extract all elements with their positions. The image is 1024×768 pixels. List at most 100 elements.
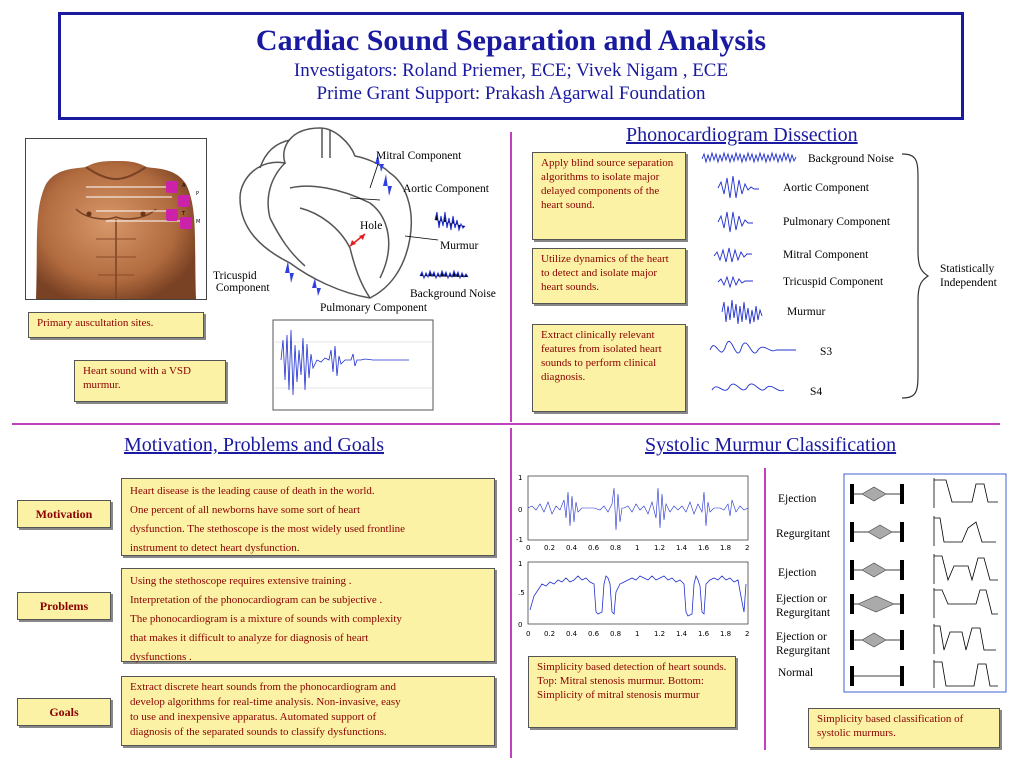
bottom-xtick-0: 0: [526, 630, 530, 638]
class-row-3: [850, 554, 998, 584]
pulmonary-waveform-icon: [312, 278, 321, 296]
class-label-5: Ejection or Regurgitant: [776, 631, 831, 657]
auscultation-caption-text: Primary auscultation sites.: [37, 317, 154, 329]
motivation-section-title: Motivation, Problems and Goals: [124, 434, 384, 456]
poster-title: Cardiac Sound Separation and Analysis: [255, 24, 767, 57]
component-waveforms: [701, 151, 797, 392]
goals-line-1: Extract discrete heart sounds from the p…: [130, 681, 397, 693]
class-label-1: Ejection: [778, 493, 817, 505]
aortic-waveform: [717, 175, 759, 199]
top-xtick-0-6: 0.6: [588, 544, 600, 552]
divider-vertical-bottom: [510, 428, 512, 758]
dissection-title: Phonocardiogram Dissection: [626, 124, 858, 146]
divider-vertical-top: [510, 132, 512, 422]
dissection-box-2-text: Utilize dynamics of the heart to detect …: [541, 253, 669, 293]
label-background-noise: Background Noise: [410, 288, 496, 300]
torso-image: A P T M: [25, 138, 207, 300]
independence-brace: [901, 153, 930, 399]
divider-horizontal: [12, 423, 1000, 425]
bottom-xtick-1-4: 1.4: [676, 630, 688, 638]
bottom-xtick-0-8: 0.8: [610, 630, 621, 638]
s3-waveform: [709, 341, 796, 354]
bottom-ytick-1: 1: [518, 560, 522, 568]
label-hole: Hole: [360, 220, 383, 232]
site-letter-p: P: [196, 191, 199, 197]
top-ytick-1: 1: [518, 474, 522, 482]
systolic-section-title: Systolic Murmur Classification: [645, 434, 897, 456]
murmur-waveform-icon: [434, 211, 466, 232]
class-label-4: Ejection or Regurgitant: [776, 593, 831, 619]
problems-line-2: Interpretation of the phonocardiogram ca…: [130, 594, 383, 606]
top-xtick-0-2: 0.2: [544, 544, 555, 552]
pulmonary-waveform: [717, 211, 753, 233]
mitral-stenosis-waveform: [527, 487, 749, 531]
top-xtick-2: 2: [745, 544, 749, 552]
goals-line-2: develop algorithms for real-time analysi…: [130, 696, 401, 708]
class-row-2: [850, 516, 996, 546]
investigators-line: Investigators: Roland Priemer, ECE; Vive…: [293, 60, 729, 81]
goals-line-4: diagnosis of the separated sounds to cla…: [130, 726, 387, 738]
dissection-box-1: Apply blind source separation algorithms…: [532, 152, 686, 240]
noise-waveform-icon: [419, 269, 469, 280]
comp-label-s3: S3: [820, 346, 833, 358]
classification-caption-text: Simplicity based classification of systo…: [817, 713, 964, 739]
label-aortic: Aortic Component: [403, 183, 489, 195]
class-row-4: [850, 588, 998, 618]
comp-label-tricuspid: Tricuspid Component: [783, 276, 884, 288]
top-xtick-1-8: 1.8: [720, 544, 731, 552]
motivation-box: Heart disease is the leading cause of de…: [121, 478, 495, 556]
dissection-box-2: Utilize dynamics of the heart to detect …: [532, 248, 686, 304]
problems-box: Using the stethoscope requires extensive…: [121, 568, 495, 663]
class-row-5: [850, 624, 996, 654]
tricuspid-waveform: [717, 275, 753, 289]
bottom-xtick-1-6: 1.6: [698, 630, 710, 638]
class-label-6: Normal: [778, 667, 814, 679]
bottom-ytick-half: .5: [518, 589, 525, 597]
heart-diagram: [239, 127, 469, 299]
vsd-waveform: [280, 329, 409, 396]
murmur-detection-plots: 1 0 -1 1 .5 0 0 0.2 0.4 0.6 0.8 1 1.2 1.…: [516, 474, 749, 638]
torso-illustration: A P T M: [36, 161, 200, 299]
site-letter-t: T: [181, 211, 186, 217]
bottom-xtick-0-2: 0.2: [544, 630, 555, 638]
classification-diagram: [843, 473, 1007, 693]
bottom-xtick-0-4: 0.4: [566, 630, 578, 638]
top-ytick-0: 0: [518, 506, 522, 514]
dissection-box-1-text: Apply blind source separation algorithms…: [541, 157, 674, 211]
auscultation-caption: Primary auscultation sites.: [28, 312, 204, 338]
problems-line-1: Using the stethoscope requires extensive…: [130, 575, 352, 587]
grant-line: Prime Grant Support: Prakash Agarwal Fou…: [316, 83, 706, 104]
dissection-box-3-text: Extract clinically relevant features fro…: [541, 329, 662, 383]
top-xtick-0-8: 0.8: [610, 544, 621, 552]
mitral-waveform: [713, 247, 752, 263]
bottom-ytick-0: 0: [518, 621, 522, 629]
site-letter-a: A: [182, 183, 186, 189]
class-row-1: [850, 478, 998, 508]
label-tricuspid: Tricuspid Component: [213, 270, 270, 294]
mitral-waveform-icon: [375, 154, 384, 172]
vsd-caption-text: Heart sound with a VSD murmur.: [83, 365, 191, 391]
site-letter-m: M: [196, 219, 200, 225]
tricuspid-waveform-icon: [285, 261, 294, 283]
class-label-3: Ejection: [778, 567, 817, 579]
bottom-xtick-1-8: 1.8: [720, 630, 731, 638]
comp-label-murmur: Murmur: [787, 306, 826, 318]
class-row-6: [850, 660, 998, 688]
aortic-waveform-icon: [383, 174, 392, 196]
dissection-box-3: Extract clinically relevant features fro…: [532, 324, 686, 412]
detection-caption: Simplicity based detection of heart soun…: [528, 656, 736, 728]
top-xtick-1-4: 1.4: [676, 544, 688, 552]
simplicity-waveform: [529, 574, 747, 617]
label-pulmonary: Pulmonary Component: [320, 302, 428, 314]
divider-systolic: [764, 468, 766, 750]
problems-line-3: The phonocardiogram is a mixture of soun…: [130, 613, 402, 625]
top-xtick-1-2: 1.2: [654, 544, 665, 552]
problems-line-5: dysfunctions .: [130, 651, 192, 663]
motivation-line-3: dysfunction. The stethoscope is the most…: [130, 523, 406, 535]
vsd-heart-sound-plot: [272, 319, 434, 411]
goals-label: Goals: [17, 698, 111, 726]
goals-line-3: to use and inexpensive apparatus. Automa…: [130, 711, 377, 723]
brace-label: Statistically Independent: [940, 263, 997, 289]
top-xtick-0-4: 0.4: [566, 544, 578, 552]
bottom-xtick-1-2: 1.2: [654, 630, 665, 638]
